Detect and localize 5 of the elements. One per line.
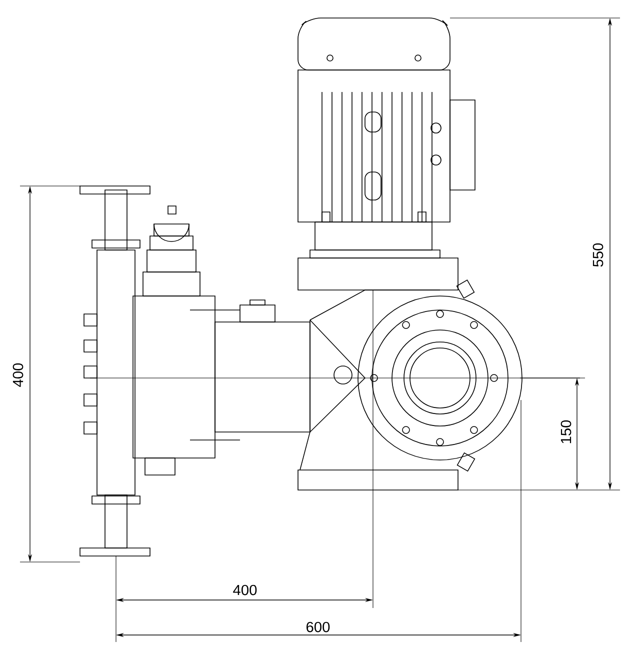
dimension-label: 600 <box>306 622 330 632</box>
dimension-label: 150 <box>560 420 572 444</box>
dimension-label: 400 <box>12 363 24 387</box>
dimension-label: 550 <box>592 243 604 267</box>
dimension-label: 400 <box>233 584 257 596</box>
